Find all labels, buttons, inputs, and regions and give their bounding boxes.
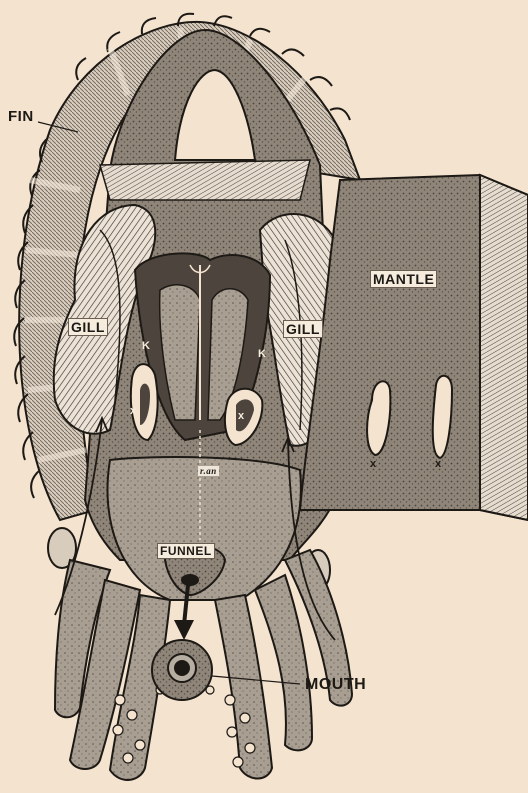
label-kidney-left: K: [142, 340, 150, 352]
label-mantle: MANTLE: [370, 270, 437, 288]
label-x-right: x: [238, 410, 245, 422]
label-mouth: MOUTH: [305, 676, 366, 694]
label-funnel: FUNNEL: [157, 543, 215, 559]
label-fin: FIN: [8, 108, 34, 125]
label-gill-right: GILL: [283, 320, 323, 338]
label-x-mantle-left: x: [370, 458, 377, 470]
label-kidney-right: K: [258, 348, 266, 360]
mantle-flap: [300, 175, 528, 520]
label-anus: r.an: [198, 466, 219, 476]
label-x-left: x: [130, 405, 137, 417]
label-x-mantle-right: x: [435, 458, 442, 470]
label-gill-left: GILL: [68, 318, 108, 336]
